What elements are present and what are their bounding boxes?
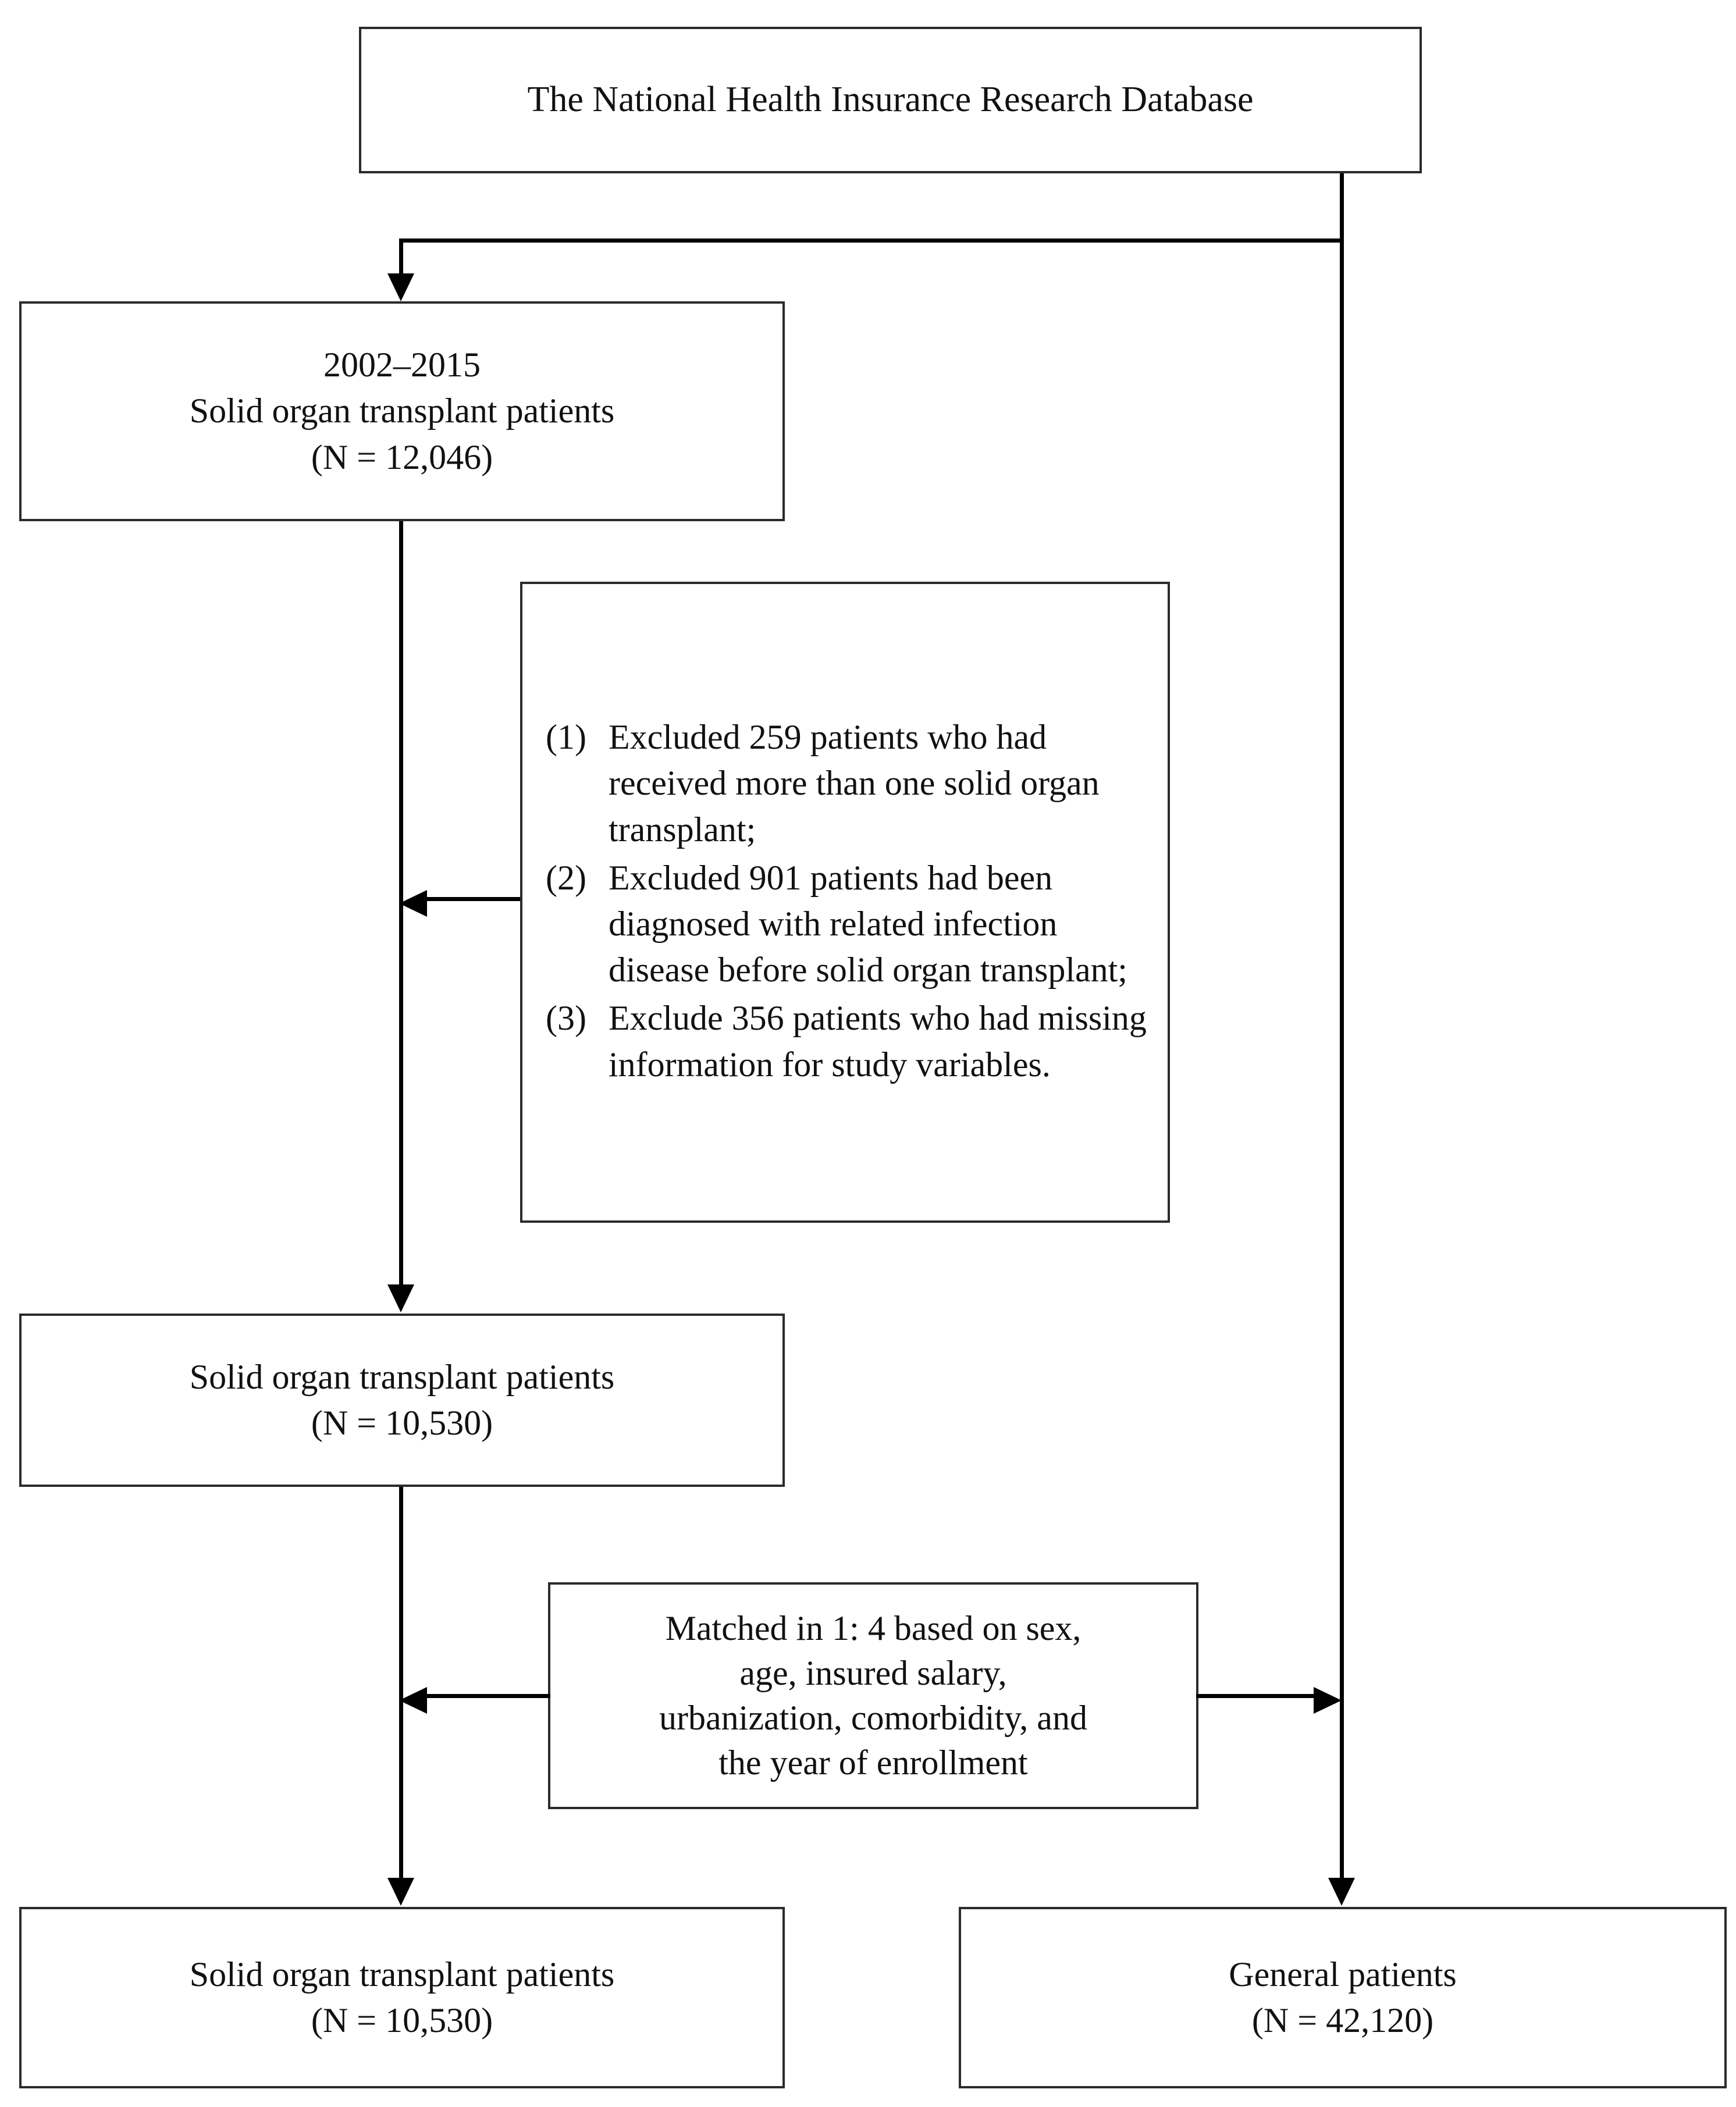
- node-matching-line2: age, insured salary,: [739, 1654, 1007, 1693]
- arrowhead-to-result-general: [1328, 1878, 1355, 1906]
- arrowhead-matching-to-right-trunk: [1314, 1687, 1342, 1714]
- exclusion-item-marker: (3): [546, 999, 586, 1038]
- node-result-transplant-line1: Solid organ transplant patients: [189, 1955, 615, 1994]
- arrowhead-to-cohort-final: [387, 1284, 414, 1312]
- connector-right-trunk: [1340, 239, 1344, 1879]
- connector-exclusion-to-spine: [427, 897, 520, 901]
- exclusion-item: (2) Excluded 901 patients had been diagn…: [546, 855, 1148, 994]
- node-cohort-final-line1: Solid organ transplant patients: [189, 1357, 615, 1396]
- node-cohort-initial-line2: Solid organ transplant patients: [189, 391, 615, 430]
- node-matching-line3: urbanization, comorbidity, and: [659, 1699, 1087, 1737]
- node-matching-criteria: Matched in 1: 4 based on sex, age, insur…: [548, 1582, 1198, 1809]
- node-result-transplant: Solid organ transplant patients (N = 10,…: [19, 1907, 785, 2088]
- connector-split-bar: [399, 239, 1344, 243]
- node-cohort-initial-line1: 2002–2015: [323, 346, 481, 385]
- node-result-general-line2: (N = 42,120): [1251, 2001, 1434, 2040]
- exclusion-item-text: Exclude 356 patients who had missing inf…: [609, 999, 1147, 1084]
- exclusion-item-marker: (1): [546, 718, 586, 757]
- node-matching-line4: the year of enrollment: [718, 1743, 1028, 1782]
- arrowhead-matching-to-left-spine: [399, 1687, 427, 1714]
- exclusion-item: (1) Excluded 259 patients who had receiv…: [546, 714, 1148, 853]
- connector-matching-to-left-spine: [427, 1694, 550, 1698]
- node-result-general: General patients (N = 42,120): [959, 1907, 1727, 2088]
- exclusion-item-text: Excluded 259 patients who had received m…: [609, 718, 1100, 849]
- exclusion-item-text: Excluded 901 patients had been diagnosed…: [609, 858, 1127, 990]
- connector-left-spine-lower: [399, 1487, 403, 1879]
- exclusion-item-marker: (2): [546, 858, 586, 897]
- node-cohort-initial-line3: (N = 12,046): [311, 437, 493, 476]
- node-matching-line1: Matched in 1: 4 based on sex,: [665, 1609, 1082, 1648]
- exclusion-list: (1) Excluded 259 patients who had receiv…: [546, 714, 1148, 1090]
- node-cohort-final-line2: (N = 10,530): [311, 1404, 493, 1442]
- node-cohort-final: Solid organ transplant patients (N = 10,…: [19, 1314, 785, 1487]
- node-result-transplant-line2: (N = 10,530): [311, 2001, 493, 2040]
- exclusion-item: (3) Exclude 356 patients who had missing…: [546, 995, 1148, 1087]
- connector-source-stem: [1340, 173, 1344, 242]
- node-cohort-initial: 2002–2015 Solid organ transplant patient…: [19, 301, 785, 521]
- node-result-general-line1: General patients: [1229, 1955, 1457, 1994]
- arrowhead-exclusion-to-spine: [399, 890, 427, 917]
- connector-matching-to-right-trunk: [1196, 1694, 1315, 1698]
- arrowhead-to-result-sot: [387, 1878, 414, 1906]
- connector-split-left-drop: [399, 239, 403, 291]
- node-data-source-label: The National Health Insurance Research D…: [527, 80, 1254, 120]
- node-exclusion-criteria: (1) Excluded 259 patients who had receiv…: [520, 582, 1170, 1223]
- arrowhead-to-cohort-initial: [387, 273, 414, 301]
- node-data-source: The National Health Insurance Research D…: [359, 27, 1422, 173]
